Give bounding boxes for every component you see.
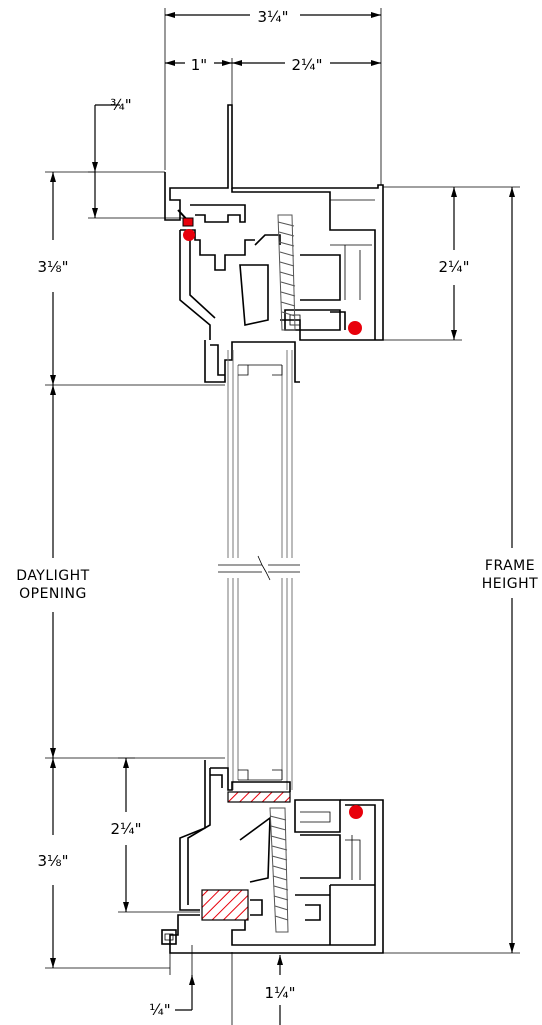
frame-label-line1: FRAME	[485, 558, 535, 574]
head-seal-right	[348, 321, 362, 335]
daylight-label-line2: OPENING	[19, 586, 87, 602]
sill-reinforcement-block	[201, 889, 249, 921]
top-dimensions: 3¼" 1" 2¼"	[164, 8, 382, 185]
top-offset-label: ¾"	[110, 96, 131, 114]
daylight-opening-dimension: DAYLIGHT OPENING	[16, 385, 89, 758]
right-width-label: 2¼"	[292, 56, 323, 74]
bottom-dimensions: ¼" 1¼"	[149, 945, 295, 1025]
top-offset-dimension: ¾"	[88, 96, 185, 219]
frame-height-dimension: FRAME HEIGHT	[383, 186, 538, 954]
sill-setting-block	[227, 791, 291, 803]
head-frame-profile	[164, 104, 384, 383]
bottom-left-label: ¼"	[149, 1001, 170, 1019]
head-right-label: 2¼"	[439, 258, 470, 276]
head-height-label: 3⅛"	[38, 258, 69, 276]
sill-height-label: 3⅛"	[38, 852, 69, 870]
sill-frame-profile	[161, 760, 384, 954]
sill-height-dimension: 3⅛"	[38, 757, 225, 969]
daylight-label-line1: DAYLIGHT	[16, 568, 89, 584]
bottom-right-label: 1¼"	[265, 984, 296, 1002]
sill-inner-label: 2¼"	[111, 820, 142, 838]
glass-unit	[218, 350, 300, 790]
head-right-dimension: 2¼"	[383, 186, 470, 341]
head-seal-left	[183, 229, 195, 241]
sill-seal-right	[349, 805, 363, 819]
left-width-label: 1"	[191, 56, 207, 74]
head-height-dimension: 3⅛"	[38, 171, 225, 386]
frame-label-line2: HEIGHT	[482, 576, 538, 592]
sill-inner-dimension: 2¼"	[111, 757, 200, 913]
overall-width-label: 3¼"	[258, 8, 289, 26]
